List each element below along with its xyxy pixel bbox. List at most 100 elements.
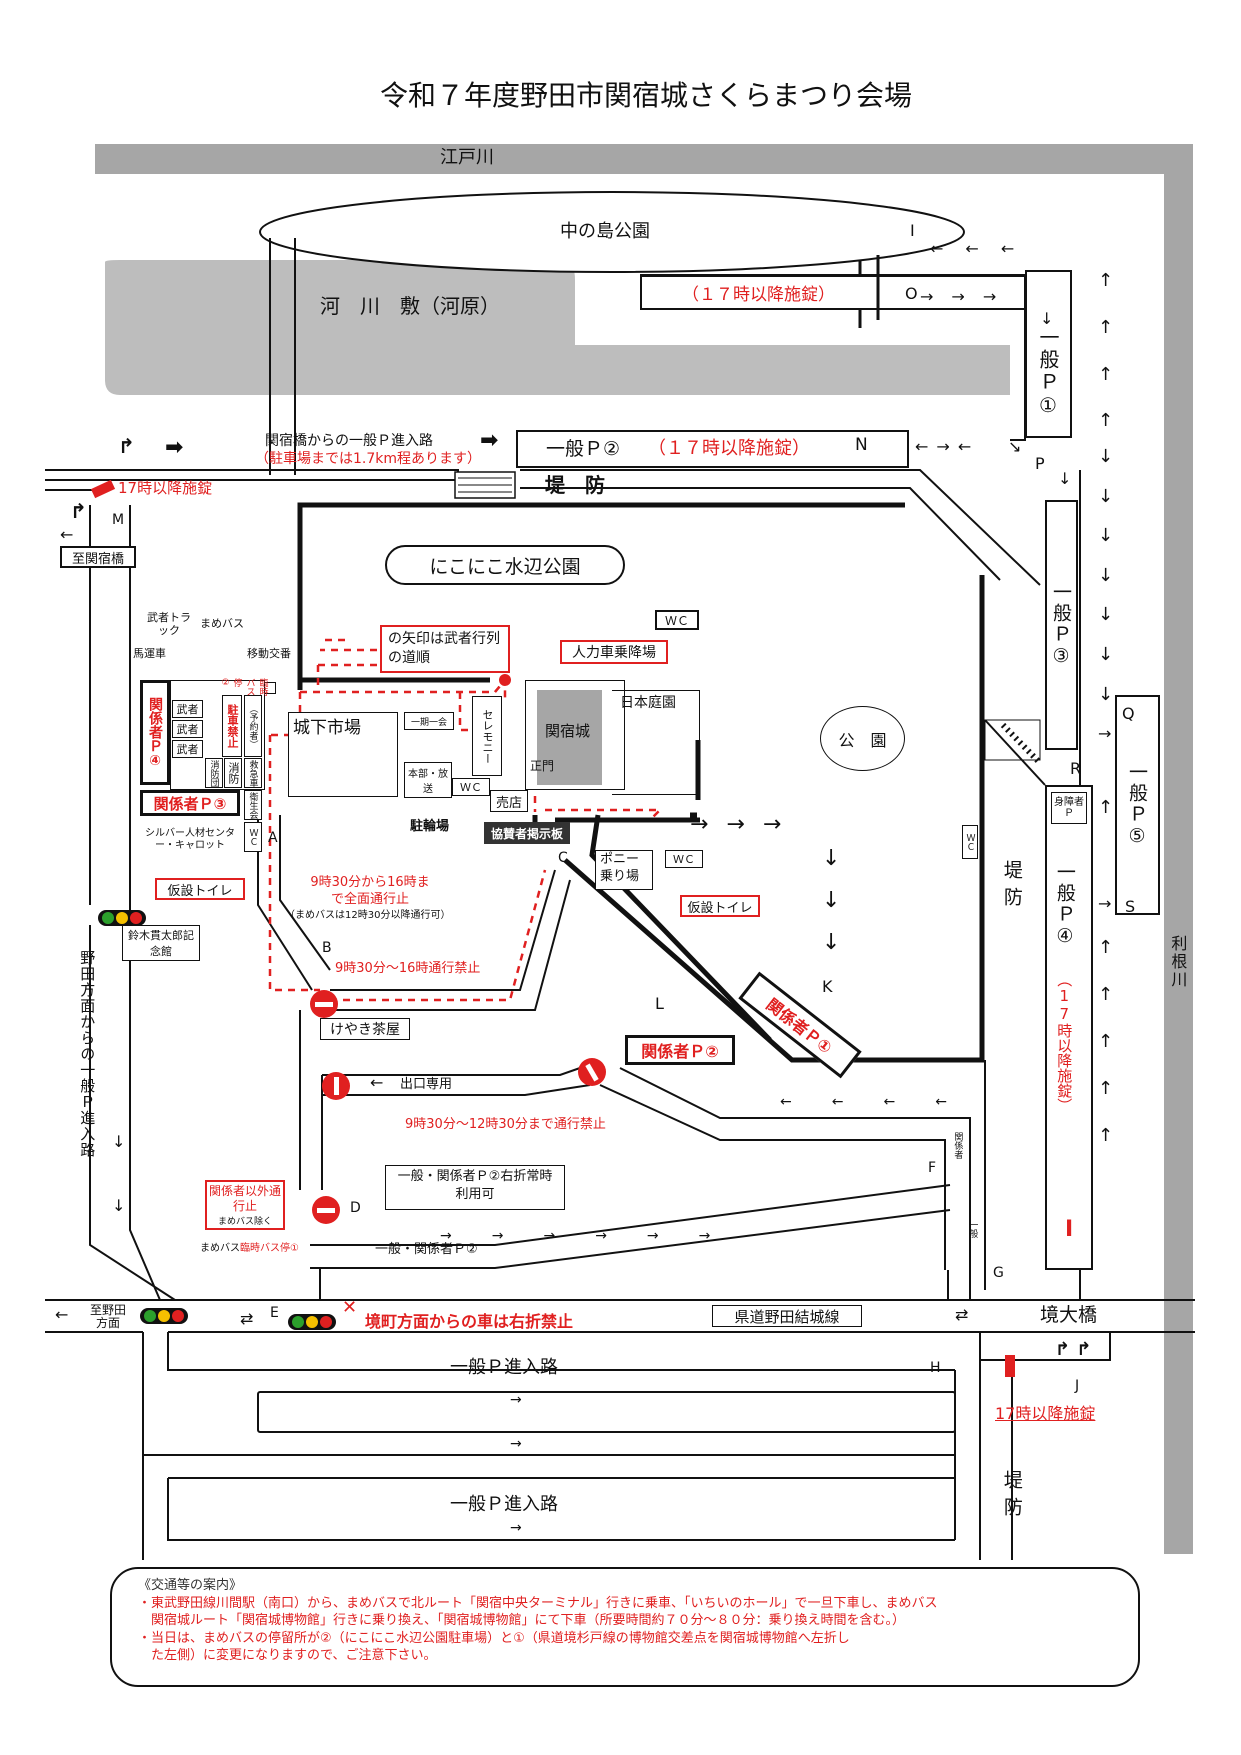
shobodan-box: 消防団	[205, 758, 223, 788]
closed-full-label: 9時30分から16時まで全面通行止	[310, 875, 430, 907]
ido-koban-label: 移動交番	[247, 647, 291, 660]
road-arrows-2: ←←←←	[780, 1094, 987, 1110]
bus-stop-1-label: 臨時バス停①	[240, 1243, 299, 1254]
nikoniko-box: にこにこ水辺公園	[385, 545, 625, 585]
traffic-light-3	[288, 1314, 336, 1330]
traffic-light-1	[98, 910, 146, 926]
closed-b-label: 9時30分～16時通行禁止	[335, 961, 481, 976]
musha-legend: の矢印は武者行列の道順	[380, 625, 510, 673]
point-l: L	[655, 994, 664, 1013]
ippan-kankeisha-right-box: 一般・関係者Ｐ②右折常時利用可	[385, 1165, 565, 1210]
wc-left: ＷＣ	[244, 822, 262, 852]
jinrikisha-box: 人力車乗降場	[560, 640, 668, 664]
ceremony-box: セレモニー	[472, 696, 502, 776]
no-right-turn-label: 境町方面からの車は右折禁止	[365, 1312, 574, 1331]
point-f: F	[928, 1160, 937, 1176]
nikoniko-label: にこにこ水辺公園	[429, 555, 581, 578]
parking-p2: 一般Ｐ② （１７時以降施錠）	[516, 430, 909, 468]
closed-d-label: 関係者以外通行止	[209, 1184, 282, 1213]
tonegawa-band	[1164, 144, 1193, 1554]
point-e: E	[270, 1305, 279, 1321]
lock17-bottom-label: 17時以降施錠	[995, 1404, 1096, 1423]
kasenjiki-area	[105, 260, 1010, 395]
point-c: C	[558, 850, 568, 866]
bridge-arrows: ⇄	[955, 1305, 969, 1324]
seimon-label: 正門	[530, 759, 555, 773]
ichigoichie-box: 一期一会	[404, 712, 454, 730]
parking-p2-lock: （１７時以降施錠）	[648, 438, 810, 459]
closed-d-box: 関係者以外通行止 まめバス除く	[205, 1180, 285, 1230]
nihonteien-label: 日本庭園	[620, 695, 676, 711]
point-o: O	[905, 284, 918, 303]
arrows-right-col3: ↑↑↑↑↑↑	[1098, 797, 1114, 1146]
parking-p4-label: 一般Ｐ④	[1053, 862, 1076, 949]
ippan-shinyuro-2: 一般Ｐ進入路	[450, 1494, 558, 1515]
point-s: S	[1125, 897, 1136, 916]
kankeisha-p2-label: 関係者Ｐ②	[641, 1042, 719, 1061]
wc-left-label: ＷＣ	[247, 828, 258, 846]
lock-bar-bottom	[1005, 1355, 1015, 1377]
traffic-notes: 《交通等の案内》 ・東武野田線川間駅（南口）から、まめバスで北ルート「関宿中央タ…	[110, 1567, 1140, 1687]
tonegawa-label: 利根川	[1168, 935, 1188, 989]
p1-side	[1025, 270, 1072, 310]
top-lock-box: （１７時以降施錠）	[640, 275, 875, 310]
shobodan-label: 消防団	[208, 759, 219, 787]
shogaisha-box: 身障者Ｐ	[1051, 792, 1087, 824]
closed-full-sub: （まめバスは12時30分以降通行可）	[285, 910, 451, 921]
teien-boundary	[612, 690, 700, 795]
kyukyusha-label: 救急車	[247, 759, 258, 787]
pony-box: ポニー乗り場	[595, 850, 653, 890]
to-sekiyado-box: 至関宿橋	[60, 546, 136, 568]
ippan-shinyuro-1: 一般Ｐ進入路	[450, 1357, 558, 1378]
mamebus-top-label: まめバス	[200, 617, 244, 630]
p4-red-bar: I	[1065, 1217, 1074, 1242]
mamebus-bottom-label: まめバス	[200, 1243, 240, 1254]
no-entry-b	[310, 990, 338, 1018]
arrows-left-col: ↓	[1058, 469, 1072, 488]
silver-label: シルバー人材センター・キャロット	[145, 828, 235, 851]
closed-d-sub: まめバス除く	[217, 1217, 272, 1227]
musha-2: 武者	[172, 720, 203, 738]
top-lock-label: （１７時以降施錠）	[682, 285, 835, 305]
chusha-kinshi-label: 駐車禁止	[226, 704, 239, 748]
arrows-n-right: ←→←	[915, 437, 980, 456]
point-d: D	[350, 1200, 361, 1216]
chusha-kinshi-box: 駐車禁止	[222, 695, 242, 757]
notes-line4: た左側）に変更になりますので、ご注意下さい。	[138, 1648, 437, 1664]
no-entry-d	[312, 1196, 340, 1224]
kenro-box: 県道野田結城線	[712, 1305, 862, 1327]
parking-p1: 一般Ｐ①	[1025, 308, 1072, 438]
point-k: K	[822, 977, 833, 996]
kankeisha-p3: 関係者Ｐ③	[140, 790, 240, 816]
wc-right: ＷＣ	[962, 825, 978, 859]
bashasha-label: 馬運車	[133, 647, 166, 660]
arrows-p: ↘	[1008, 437, 1022, 456]
parking-p5: 一般Ｐ⑤	[1115, 695, 1160, 915]
arrows-top-left: ←←←	[930, 239, 1037, 258]
venue-arrows-right: →→→	[690, 812, 800, 837]
arrows-right-col: ↑↑↑↑	[1098, 270, 1114, 432]
point-p: P	[1035, 454, 1045, 473]
top-left-arrow3: ↱	[70, 499, 87, 523]
no-right-turn-x: ✕	[342, 1297, 358, 1318]
parking-p2-label: 一般Ｐ②	[546, 438, 621, 460]
jinrikisha-dot	[499, 674, 511, 686]
shobo-box: 消防	[224, 758, 242, 788]
parking-p4-lock: （17時以降施錠）	[1055, 972, 1074, 1113]
karisetsu-left: 仮設トイレ	[155, 878, 245, 900]
wc-center: ＷＣ	[452, 778, 490, 796]
teibo-right-label: 堤防	[1000, 860, 1023, 914]
deguchi-arrow: ←	[370, 1073, 384, 1092]
teibo-bottom-label: 堤防	[1000, 1470, 1023, 1524]
teibo-top-label: 堤 防	[545, 473, 605, 497]
point-g: G	[993, 1265, 1004, 1281]
wc-top: ＷＣ	[655, 610, 699, 630]
kankeisha-p3-label: 関係者Ｐ③	[153, 794, 227, 813]
noda-route-label: 野田方面からの一般Ｐ進入路	[78, 950, 97, 1158]
baiten-box: 売店	[490, 790, 528, 812]
kasenjiki-label: 河 川 敷（河原）	[320, 294, 500, 318]
point-q: Q	[1122, 704, 1135, 723]
castle-label: 関宿城	[545, 722, 591, 740]
road-arrows-1: →→→→→→	[440, 1228, 751, 1244]
